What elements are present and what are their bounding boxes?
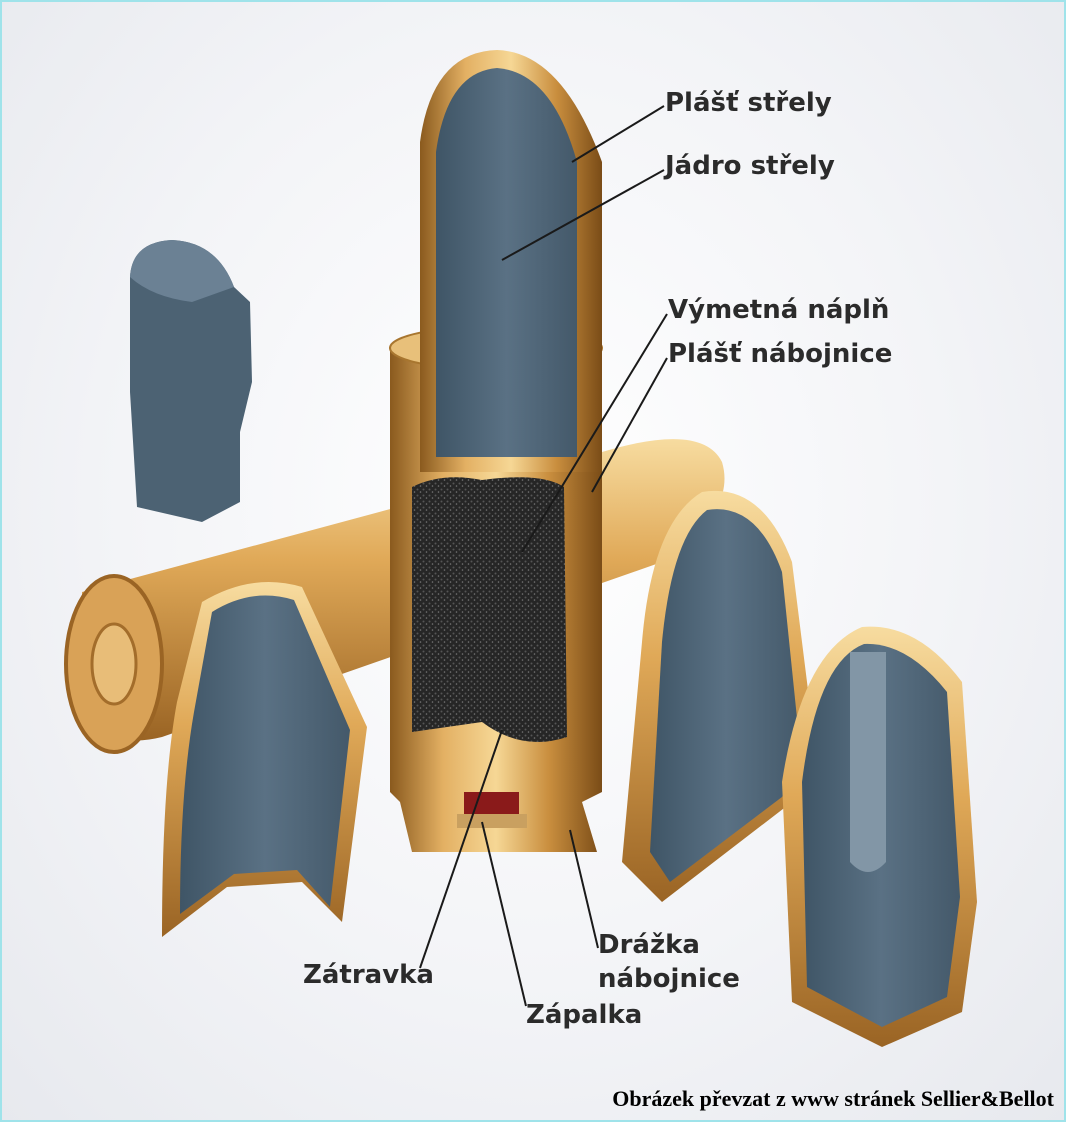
bullet-back-left [130, 240, 252, 522]
label-drazka-nabojnice-line1: Drážka [598, 930, 700, 960]
central-cutaway-cartridge [390, 50, 602, 852]
label-plast-nabojnice: Plášť nábojnice [668, 339, 892, 369]
label-drazka-nabojnice-line2: nábojnice [598, 964, 740, 994]
label-zapalka: Zápalka [526, 1000, 642, 1030]
bullet-hollow-point-right [782, 627, 977, 1047]
label-vymetna-napln: Výmetná náplň [668, 295, 889, 325]
label-zatravka: Zátravka [303, 960, 434, 990]
image-credit: Obrázek převzat z www stránek Sellier&Be… [612, 1086, 1054, 1112]
label-plast-strely: Plášť střely [665, 88, 832, 118]
label-jadro-strely: Jádro střely [665, 151, 835, 181]
